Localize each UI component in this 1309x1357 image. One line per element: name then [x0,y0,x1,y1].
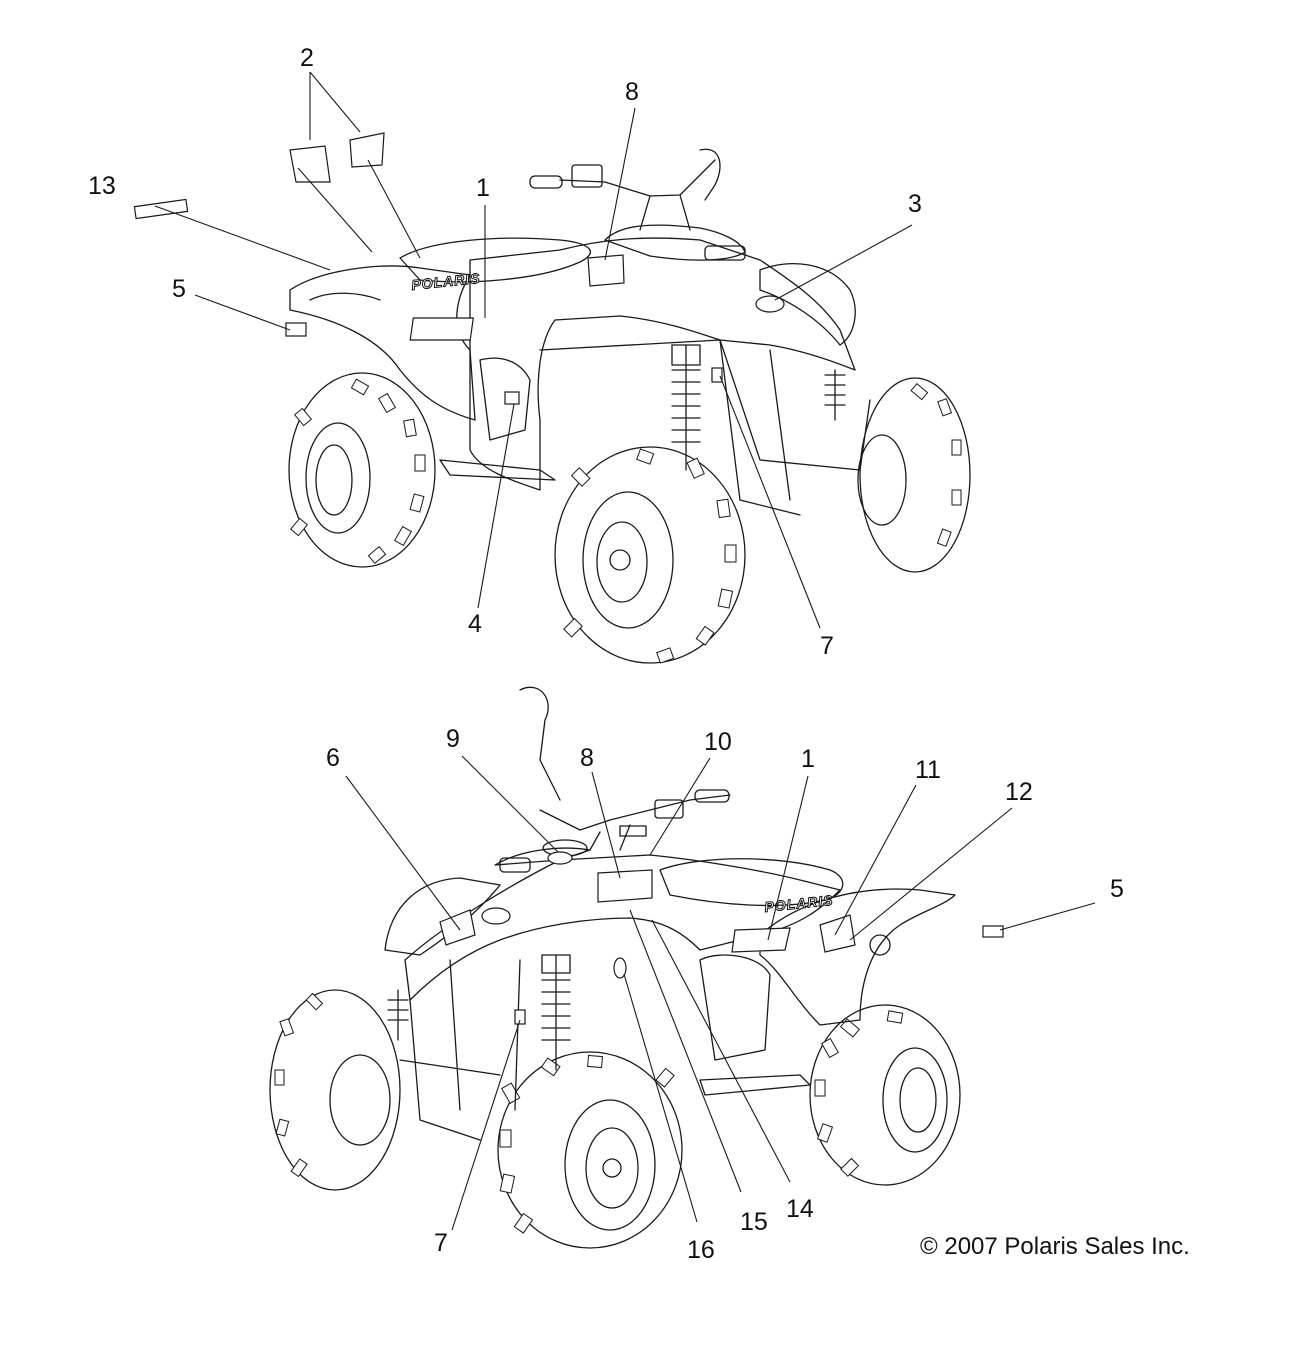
callout-8-upper: 8 [625,78,639,106]
upper-rear-shock [824,369,846,421]
upper-decal-3 [755,295,785,313]
lower-left-wheel [269,989,401,1191]
lower-decal-8 [597,869,653,903]
lower-callouts: 9 8 10 1 11 12 6 5 7 16 15 14 [326,725,1124,1264]
upper-seat [399,237,592,283]
callout-5-lower: 5 [1110,875,1124,903]
callout-10: 10 [704,728,732,756]
lower-seat [659,858,844,907]
lower-front-shock [541,954,571,1071]
callout-7-upper: 7 [820,632,834,660]
lower-brand-mark: POLARIS [764,892,835,915]
lower-front-wheel [497,1051,683,1249]
lower-leader-lines [345,755,1096,1231]
callout-5-upper: 5 [172,275,186,303]
callout-12: 12 [1005,778,1033,806]
lower-front-fender [384,877,501,956]
decal-2-right [349,132,385,168]
decal-5-lower [982,925,1004,938]
upper-front-wheel [554,446,746,664]
upper-front-fender [759,262,856,346]
upper-decal-4 [504,391,520,405]
callout-7-lower: 7 [434,1229,448,1257]
callout-1-upper: 1 [476,174,490,202]
upper-leader-lines [154,71,913,629]
lower-decal-9 [547,851,573,865]
upper-far-wheel [857,377,971,573]
upper-rear-fender [289,265,476,421]
lower-decal-16 [613,957,627,979]
lower-decal-1 [731,927,791,953]
callout-4: 4 [468,610,482,638]
callout-6: 6 [326,744,340,772]
callout-8-lower: 8 [580,744,594,772]
callout-9: 9 [446,725,460,753]
upper-decal-1 [409,317,474,341]
callout-16: 16 [687,1236,715,1264]
lower-decal-7 [514,1009,526,1025]
callout-2: 2 [300,44,314,72]
decal-2-left [289,145,331,183]
callout-14: 14 [786,1195,814,1223]
lower-atv-drawing: POLARIS [269,686,961,1249]
copyright-notice: © 2007 Polaris Sales Inc. [920,1233,1190,1260]
upper-decal-8 [587,254,625,287]
lower-rear-fender [759,888,956,1026]
upper-atv-drawing: POLARIS [288,148,971,664]
lower-left-shock [387,989,409,1041]
upper-handlebar [529,148,721,231]
upper-callouts: 2 8 13 1 3 5 4 7 [88,44,922,660]
callout-15: 15 [740,1208,768,1236]
callout-13: 13 [88,172,116,200]
callout-1-lower: 1 [801,745,815,773]
decal-5-upper [285,322,307,337]
upper-rear-wheel [288,372,436,568]
upper-decal-7 [711,367,723,383]
lower-rear-wheel [809,1004,961,1186]
lower-decal-3 [481,907,511,925]
upper-front-shock [671,344,701,471]
callout-3: 3 [908,190,922,218]
lower-decal-11-12 [819,914,856,953]
decal-13 [133,198,189,220]
callout-11: 11 [915,756,941,784]
lower-handlebar [519,686,731,851]
